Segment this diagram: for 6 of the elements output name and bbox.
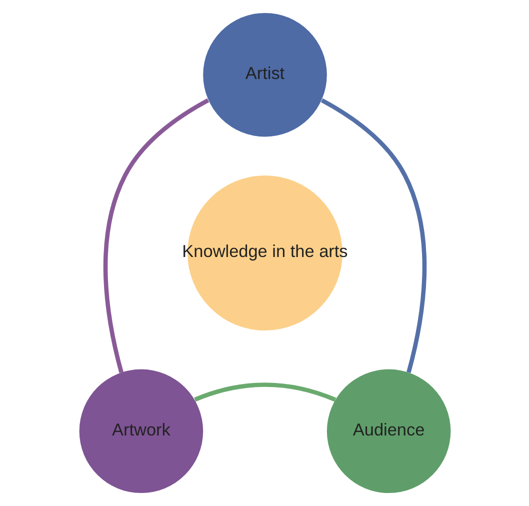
connector <box>320 98 426 374</box>
node-circle: Artist <box>202 12 326 137</box>
connector <box>102 98 209 374</box>
connector <box>194 382 336 402</box>
node-circle: Audience <box>326 369 450 494</box>
node-circle: Artwork <box>78 369 203 494</box>
